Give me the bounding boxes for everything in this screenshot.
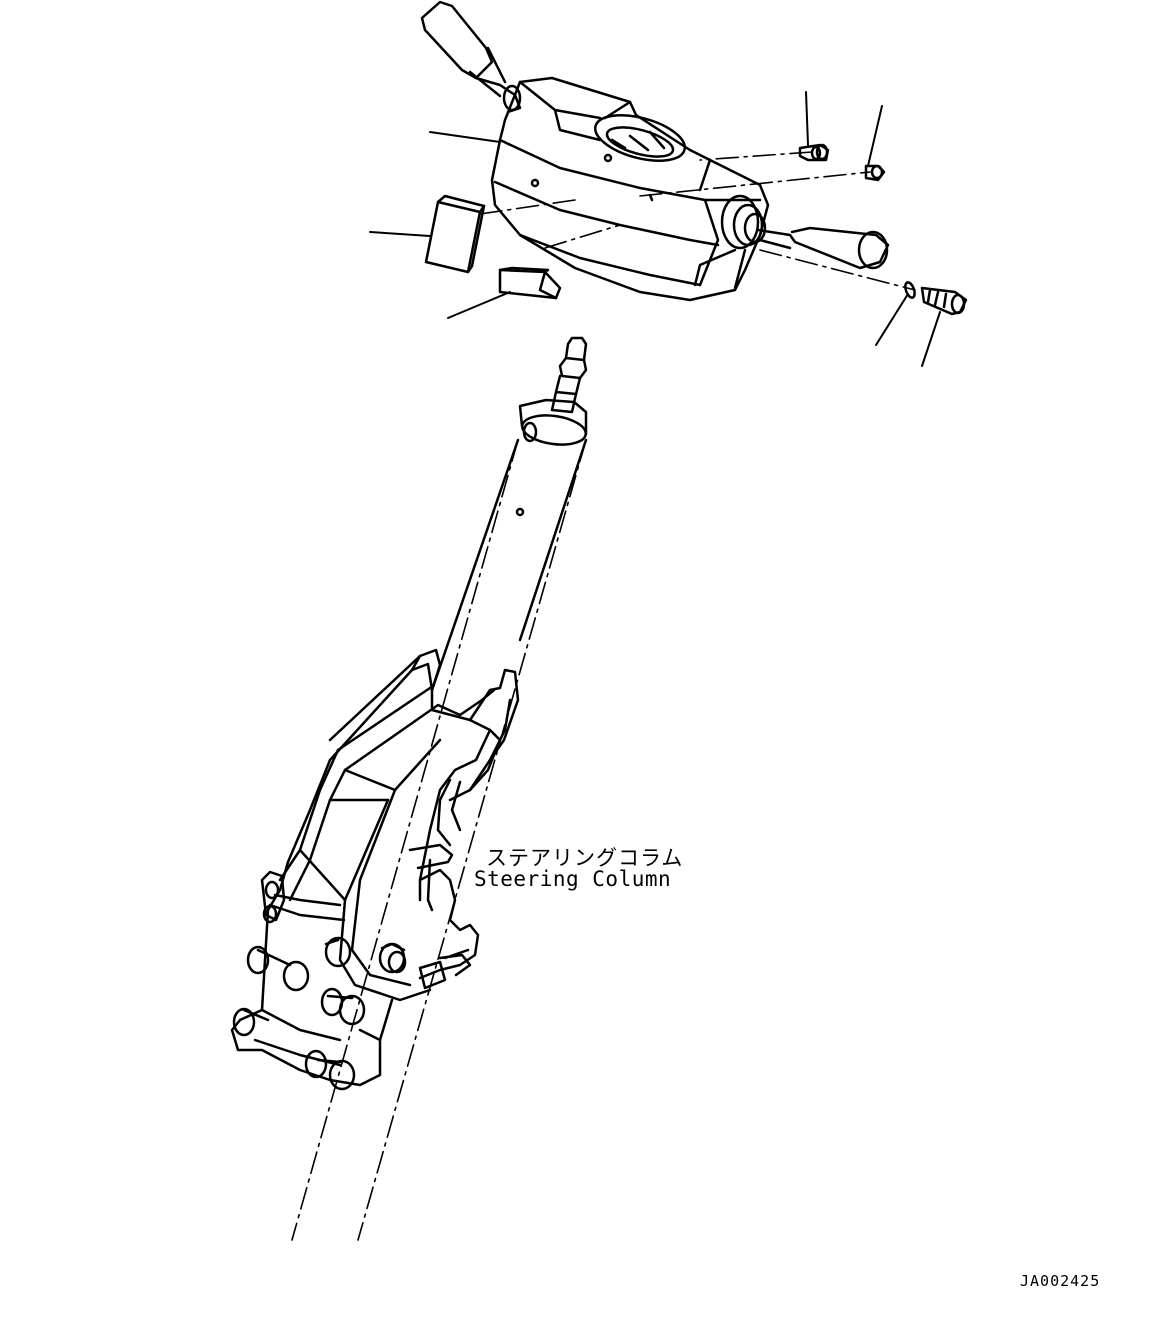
steering-column-label-en: Steering Column bbox=[474, 867, 672, 891]
pad-blocks bbox=[424, 194, 562, 300]
right-lever bbox=[756, 226, 890, 270]
switch-housing bbox=[490, 76, 770, 302]
centerlines bbox=[479, 151, 916, 291]
bracket-bushings bbox=[232, 870, 407, 1091]
column-axes bbox=[291, 439, 587, 1241]
column-bracket bbox=[230, 648, 520, 1087]
left-lever bbox=[420, 0, 522, 114]
steering-column-label-jp: ステアリングコラム bbox=[486, 846, 684, 870]
screws bbox=[798, 143, 968, 316]
leader-lines bbox=[369, 91, 941, 367]
drawing-number: JA002425 bbox=[1020, 1272, 1101, 1290]
steering-shaft bbox=[518, 336, 588, 446]
column-tube bbox=[430, 438, 588, 692]
